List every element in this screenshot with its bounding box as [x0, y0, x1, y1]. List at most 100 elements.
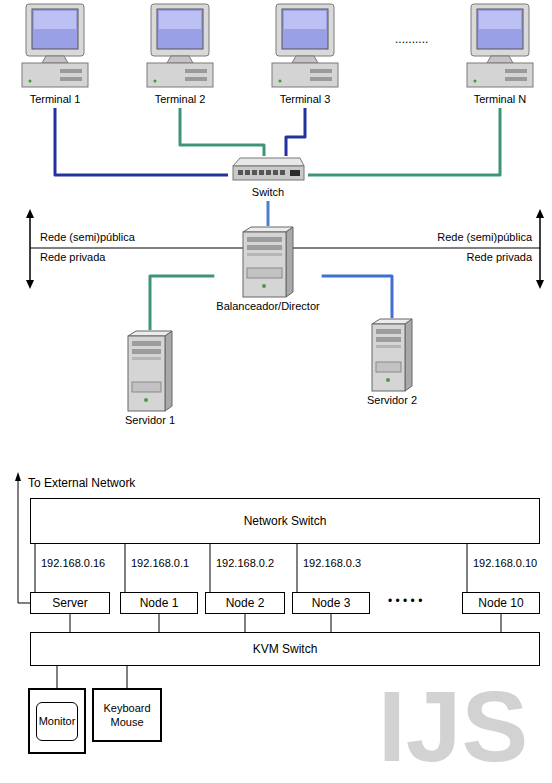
- server-tower-icon: [242, 226, 294, 298]
- network-zone-label: Rede (semi)pública: [437, 231, 532, 244]
- box-label: Node 10: [478, 596, 523, 610]
- node-label: Terminal 2: [155, 93, 206, 106]
- network-zone-label: Rede privada: [467, 251, 532, 264]
- terminal-computer: Terminal 3: [268, 3, 342, 108]
- external-network-label: To External Network: [28, 476, 135, 490]
- connector: [331, 614, 332, 632]
- node-label: Terminal N: [474, 93, 527, 106]
- arrow-head: [26, 280, 34, 289]
- connector-line: [467, 544, 468, 592]
- arrow-head: [26, 209, 34, 218]
- connector-line: [322, 276, 392, 318]
- connector: [286, 108, 305, 156]
- connector-line: [70, 614, 71, 632]
- connector-line: [127, 666, 128, 688]
- connector-line: [180, 108, 264, 156]
- network-switch-device: Switch: [228, 156, 308, 201]
- connector: [180, 108, 264, 156]
- connector: [308, 108, 500, 175]
- external-network-line: [18, 479, 30, 603]
- switch-box: Network Switch: [30, 498, 540, 544]
- connector: [210, 544, 211, 592]
- server-machine: Servidor 1: [123, 330, 177, 429]
- server-tower-icon: [371, 318, 413, 392]
- box-label: Keyboard Mouse: [96, 701, 158, 729]
- boundary-arrow: [29, 216, 31, 282]
- connector-line: [245, 614, 246, 632]
- connector: [245, 614, 246, 632]
- connector-line: [286, 108, 305, 156]
- terminal-icon: [145, 3, 215, 91]
- connector-line: [308, 108, 500, 175]
- node-label: Balanceador/Director: [216, 300, 319, 313]
- box-label: Server: [52, 596, 87, 610]
- connector: [501, 614, 502, 632]
- connector: [35, 544, 36, 592]
- ip-address-label: 192.168.0.16: [40, 557, 106, 570]
- network-zone-label: Rede privada: [40, 251, 105, 264]
- server-tower-icon: [127, 330, 173, 412]
- connector-line: [35, 544, 36, 592]
- terminal-computer: Terminal N: [463, 3, 537, 108]
- connector: [57, 666, 58, 688]
- connector-line: [57, 666, 58, 688]
- connector: [297, 544, 298, 592]
- arrow-head: [15, 472, 21, 481]
- connector: [127, 666, 128, 688]
- node-label: Terminal 3: [280, 93, 331, 106]
- monitor-box: Monitor: [28, 688, 86, 754]
- node-box: Node 1: [120, 592, 198, 614]
- connector-line: [159, 614, 160, 632]
- monitor-screen-label: Monitor: [36, 702, 79, 741]
- node-label: Terminal 1: [30, 93, 81, 106]
- arrow-head: [536, 209, 544, 218]
- server-machine: Servidor 2: [365, 318, 419, 409]
- kvm-switch-box: KVM Switch: [30, 632, 540, 666]
- server-box: Server: [30, 592, 110, 614]
- switch-icon: [230, 156, 306, 184]
- connector-line: [210, 544, 211, 592]
- node-label: Servidor 2: [367, 394, 417, 407]
- ellipsis-dots: • • • • •: [388, 594, 422, 608]
- box-label: Node 2: [226, 596, 265, 610]
- terminal-icon: [20, 3, 90, 91]
- watermark: IJS: [378, 676, 528, 776]
- box-label: Network Switch: [244, 514, 327, 528]
- connector-line: [331, 614, 332, 632]
- network-zone-label: Rede (semi)pública: [40, 231, 135, 244]
- box-label: Node 3: [312, 596, 351, 610]
- terminal-computer: Terminal 2: [143, 3, 217, 108]
- arrow-head: [536, 280, 544, 289]
- box-label: Node 1: [140, 596, 179, 610]
- node-box: Node 2: [205, 592, 285, 614]
- terminal-icon: [465, 3, 535, 91]
- node-label: Servidor 1: [125, 414, 175, 427]
- ip-address-label: 192.168.0.2: [215, 557, 275, 570]
- boundary-arrow: [539, 216, 541, 282]
- node-box: Node 3: [292, 592, 370, 614]
- ip-address-label: 192.168.0.3: [302, 557, 362, 570]
- connector-line: [297, 544, 298, 592]
- ip-address-label: 192.168.0.1: [130, 557, 190, 570]
- connector-line: [125, 544, 126, 592]
- connector: [55, 108, 228, 175]
- ip-address-label: 192.168.0.10: [472, 557, 538, 570]
- terminal-computer: Terminal 1: [18, 3, 92, 108]
- node-box: Node 10: [462, 592, 540, 614]
- terminal-icon: [270, 3, 340, 91]
- connector-line: [267, 201, 270, 226]
- load-balancer: Balanceador/Director: [214, 226, 321, 315]
- connector: [70, 614, 71, 632]
- connector: [322, 276, 392, 318]
- connector: [159, 614, 160, 632]
- connector: [268, 201, 269, 226]
- box-label: KVM Switch: [253, 642, 318, 656]
- ellipsis-dots: ..........: [395, 32, 428, 46]
- connector: [125, 544, 126, 592]
- connector: [467, 544, 468, 592]
- connector: [150, 276, 214, 330]
- keyboard-mouse-box: Keyboard Mouse: [92, 688, 162, 742]
- connector-line: [55, 108, 228, 175]
- node-label: Switch: [252, 186, 284, 199]
